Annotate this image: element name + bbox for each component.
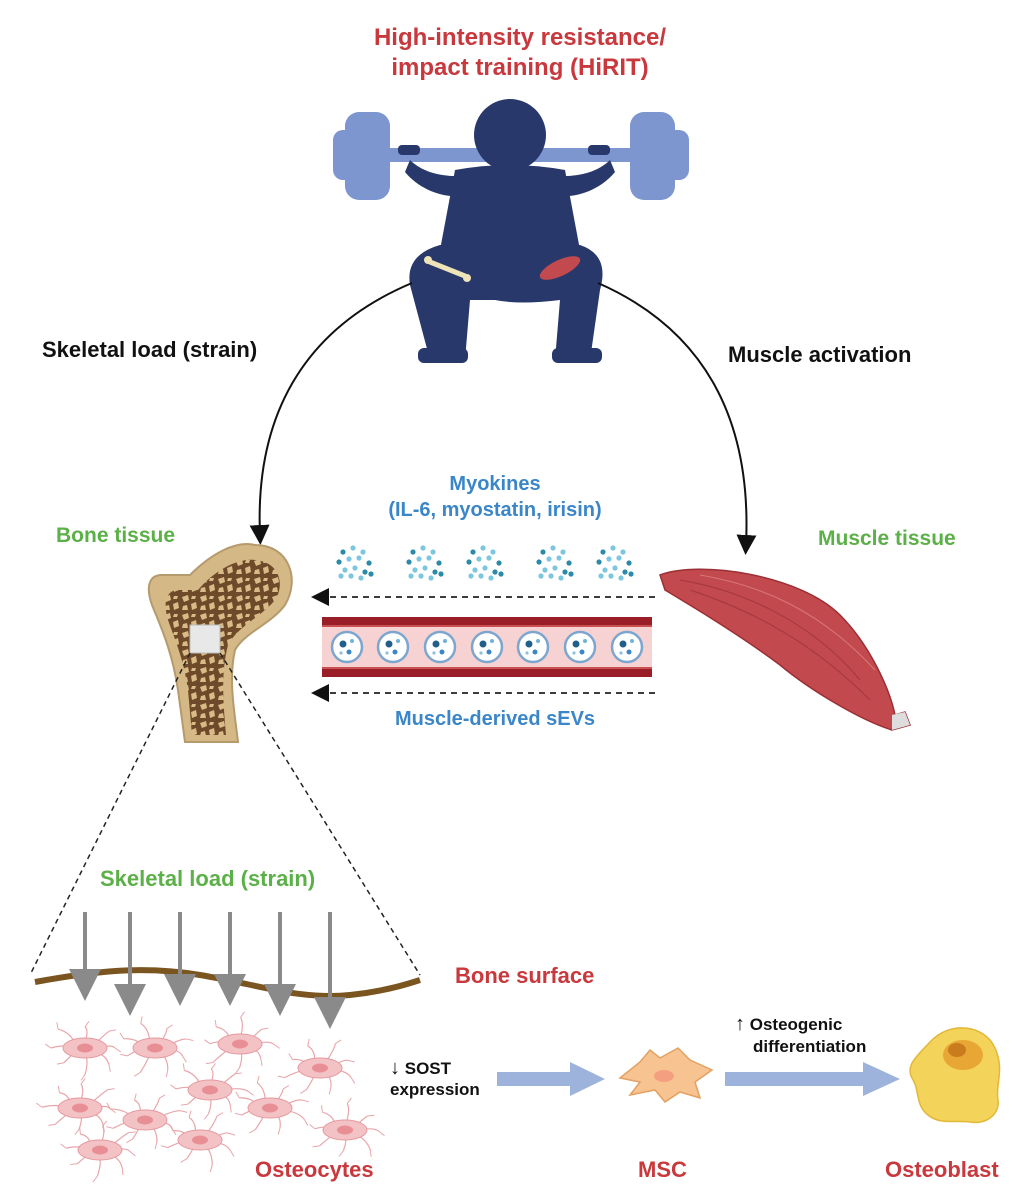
osteocyte (119, 1016, 194, 1078)
sevs-label: Muscle-derived sEVs (394, 708, 596, 730)
title-line-1: High-intensity resistance/ (373, 24, 667, 51)
differentiation-text: differentiation (753, 1037, 867, 1056)
myokines-label-line-1: Myokines (449, 473, 541, 495)
skeletal-load-label: Skeletal load (strain) (42, 337, 258, 362)
osteoblast-label: Osteoblast (885, 1157, 999, 1182)
zoom-line-left (29, 652, 191, 976)
osteocytes-label: Osteocytes (255, 1157, 374, 1182)
sost-expression-label: ↓ SOST expression (390, 1058, 480, 1100)
expression-text: expression (390, 1080, 480, 1099)
muscle-activation-label: Muscle activation (728, 342, 912, 367)
sev-vesicle (330, 630, 364, 664)
myokine-cluster (596, 545, 634, 581)
osteocyte-cells (36, 1011, 385, 1183)
bone-surface-line (34, 967, 421, 999)
bone-surface-label: Bone surface (455, 963, 595, 988)
sev-vesicle (516, 630, 550, 664)
down-arrow-icon: ↓ (390, 1057, 400, 1079)
barbell-right-plate (630, 112, 675, 200)
osteocyte (44, 1020, 122, 1081)
myokine-particles (336, 545, 634, 581)
msc-label: MSC (638, 1157, 687, 1182)
myokine-cluster (536, 545, 574, 581)
osteocyte (36, 1078, 116, 1135)
athlete-figure (333, 99, 689, 363)
osteocyte (170, 1063, 254, 1120)
osteoblast-cell (909, 1027, 1001, 1124)
osteocyte (106, 1093, 188, 1150)
osteocyte (277, 1038, 356, 1095)
muscle-tissue-illustration (659, 568, 911, 731)
skeletal-load-arrow (249, 282, 413, 545)
sev-vesicle (376, 630, 410, 664)
femur-icon (424, 256, 471, 282)
sev-vesicle (470, 630, 504, 664)
thigh-muscle-icon (539, 256, 581, 280)
sev-vesicle (610, 630, 644, 664)
sost-to-msc-arrow (497, 1062, 605, 1096)
sev-vesicle (563, 630, 597, 664)
myokine-cluster (336, 545, 374, 581)
osteocyte (60, 1120, 136, 1183)
bone-zoom-region (189, 624, 221, 654)
title-line-2: impact training (HiRIT) (391, 54, 649, 81)
msc-cell (618, 1047, 714, 1103)
zoom-line-right (219, 652, 421, 976)
osteocyte (160, 1110, 236, 1173)
myokine-cluster (466, 545, 504, 581)
athlete-torso (440, 165, 580, 250)
osteocyte (203, 1011, 281, 1074)
osteogenic-text: Osteogenic (749, 1015, 843, 1034)
sost-text: SOST (404, 1059, 452, 1078)
osteocyte (309, 1097, 385, 1157)
athlete-head (474, 99, 546, 171)
muscle-activation-arrow (597, 282, 757, 555)
up-arrow-icon: ↑ (735, 1013, 745, 1035)
osteocyte (234, 1076, 309, 1135)
osteogenic-differentiation-label: ↑ Osteogenic differentiation (735, 1013, 866, 1058)
sev-vesicle (423, 630, 457, 664)
strain-arrows (69, 912, 346, 1029)
skeletal-load-strain-label: Skeletal load (strain) (100, 866, 316, 891)
sev-vesicles (330, 630, 644, 664)
bone-tissue-label: Bone tissue (56, 524, 176, 547)
myokines-label-line-2: (IL-6, myostatin, irisin) (388, 499, 602, 521)
muscle-tissue-label: Muscle tissue (818, 527, 956, 550)
barbell-left-plate (345, 112, 390, 200)
msc-to-osteoblast-arrow (725, 1062, 900, 1096)
myokine-cluster (406, 545, 444, 581)
femur-bone-illustration (147, 543, 293, 743)
